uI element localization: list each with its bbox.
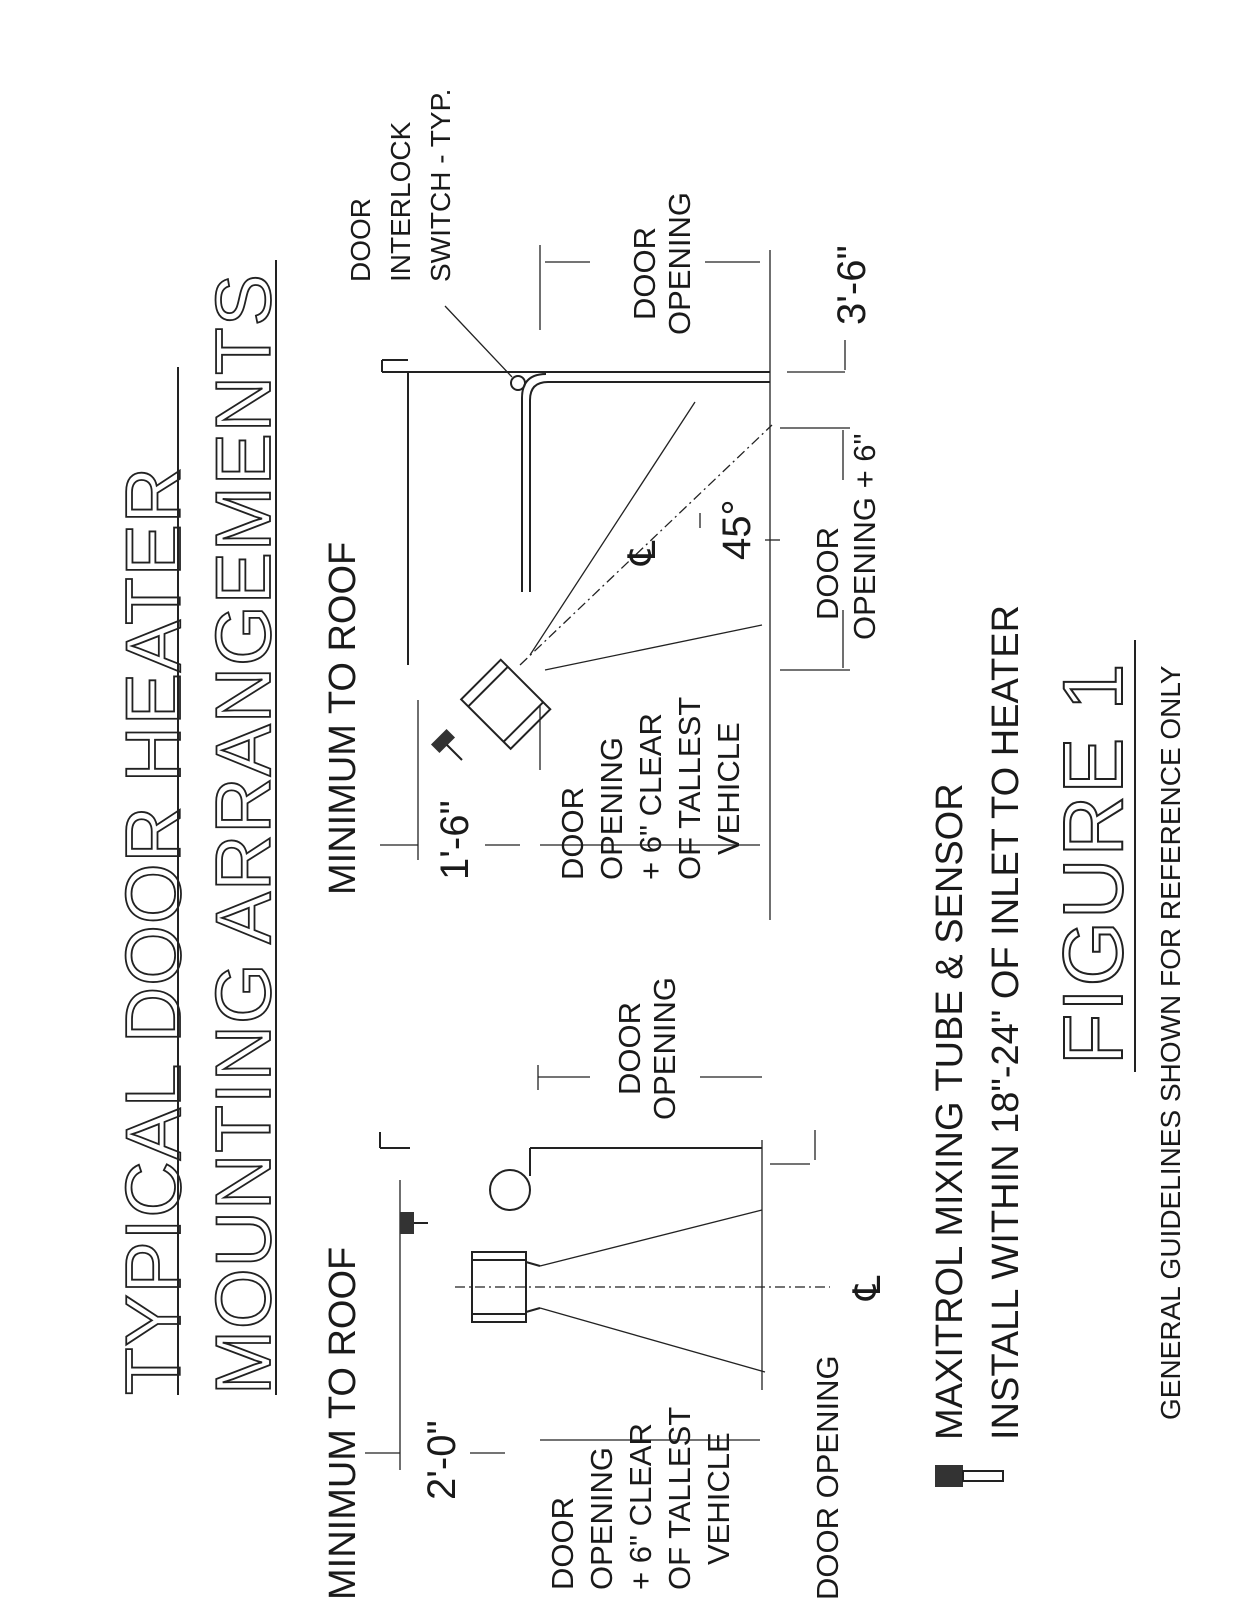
left-clearance-4: OF TALLEST [662, 1407, 697, 1590]
right-dim-top: 1'-6" [433, 800, 477, 880]
left-door-drum [489, 1169, 531, 1211]
left-clearance-2: OPENING [584, 1447, 619, 1590]
left-heater-nozzle-1 [525, 1261, 541, 1267]
right-clearance-2: OPENING [594, 737, 629, 880]
right-door-opening-1: DOOR [627, 227, 662, 320]
legend-sensor-icon [935, 1465, 963, 1487]
right-interlock-leader [444, 305, 513, 378]
left-door-opening-bottom: DOOR OPENING [810, 1355, 845, 1600]
left-dim-top: 2'-0" [420, 1420, 464, 1500]
right-heater-body [459, 658, 552, 751]
legend: MAXITROL MIXING TUBE & SENSOR INSTALL WI… [929, 605, 1027, 1487]
left-air-cone-lower [539, 1307, 766, 1373]
legend-line-1: MAXITROL MIXING TUBE & SENSOR [929, 783, 971, 1440]
right-arrangement: MINIMUM TO ROOF DOOR INTERLOCK SWITCH - … [322, 89, 882, 920]
right-door-track-inner [521, 373, 547, 592]
right-min-to-roof-label: MINIMUM TO ROOF [322, 542, 364, 895]
left-door-opening-1: DOOR [612, 1002, 647, 1095]
right-heater-band-1 [467, 666, 509, 708]
right-door-opening-plus-2: OPENING + 6" [847, 433, 882, 640]
right-clearance-3: + 6" CLEAR [633, 713, 668, 880]
right-angle-label: 45° [715, 500, 759, 561]
right-dim-side: 3'-6" [830, 245, 874, 325]
left-clearance-5: VEHICLE [701, 1432, 736, 1565]
left-arrangement: MINIMUM TO ROOF 2'-0" ℄ DOOR [322, 977, 889, 1600]
left-heater-nozzle-2 [525, 1307, 541, 1313]
right-sensor-stem [446, 744, 463, 761]
left-min-to-roof-label: MINIMUM TO ROOF [322, 1247, 364, 1600]
right-clearance-4: OF TALLEST [672, 697, 707, 880]
left-door-opening-2: OPENING [647, 977, 682, 1120]
legend-line-2: INSTALL WITHIN 18"-24" OF INLET TO HEATE… [985, 605, 1027, 1440]
figure-label: FIGURE 1 [1046, 662, 1140, 1065]
right-air-cone-lower [544, 624, 763, 671]
left-centerline-symbol: ℄ [847, 1275, 889, 1301]
right-interlock-3: SWITCH - TYP. [425, 89, 456, 282]
right-door-track [529, 381, 770, 592]
right-air-cone-upper [529, 401, 696, 656]
right-clearance-5: VEHICLE [711, 722, 746, 855]
left-clearance-1: DOOR [545, 1497, 580, 1590]
left-clearance-3: + 6" CLEAR [623, 1423, 658, 1590]
right-clearance-1: DOOR [555, 787, 590, 880]
right-heater [459, 658, 552, 751]
right-door-opening-2: OPENING [662, 192, 697, 335]
left-heater-body [471, 1251, 527, 1323]
right-centerline-symbol: ℄ [622, 540, 664, 566]
right-sensor-icon [430, 728, 456, 754]
right-centerline [519, 424, 773, 666]
right-heater-band-2 [502, 701, 544, 743]
title-line-2: MOUNTING ARRANGEMENTS [199, 273, 287, 1395]
title-line-1: TYPICAL DOOR HEATER [109, 466, 197, 1395]
right-door-opening-plus-1: DOOR [810, 527, 845, 620]
right-interlock-2: INTERLOCK [385, 121, 416, 282]
footer-note: GENERAL GUIDELINES SHOWN FOR REFERENCE O… [1155, 665, 1186, 1420]
legend-sensor-tube [962, 1470, 1004, 1482]
left-air-cone-upper [539, 1209, 763, 1267]
right-interlock-switch-icon [510, 375, 526, 391]
left-sensor-icon [400, 1212, 414, 1234]
right-interlock-1: DOOR [345, 198, 376, 282]
